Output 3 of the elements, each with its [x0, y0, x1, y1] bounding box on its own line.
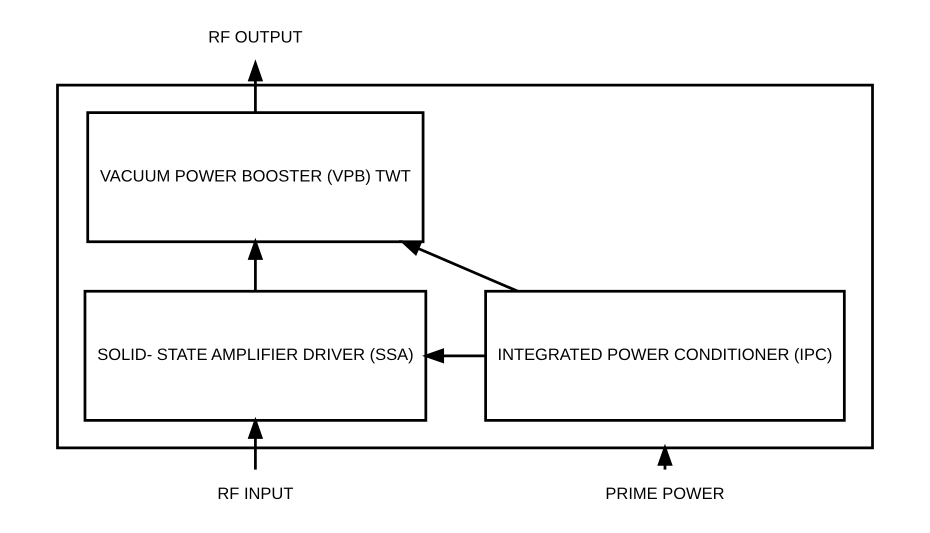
node-text: PRIME POWER — [605, 484, 725, 503]
node-text: RF OUTPUT — [208, 28, 303, 47]
node-text: RF INPUT — [217, 484, 294, 503]
